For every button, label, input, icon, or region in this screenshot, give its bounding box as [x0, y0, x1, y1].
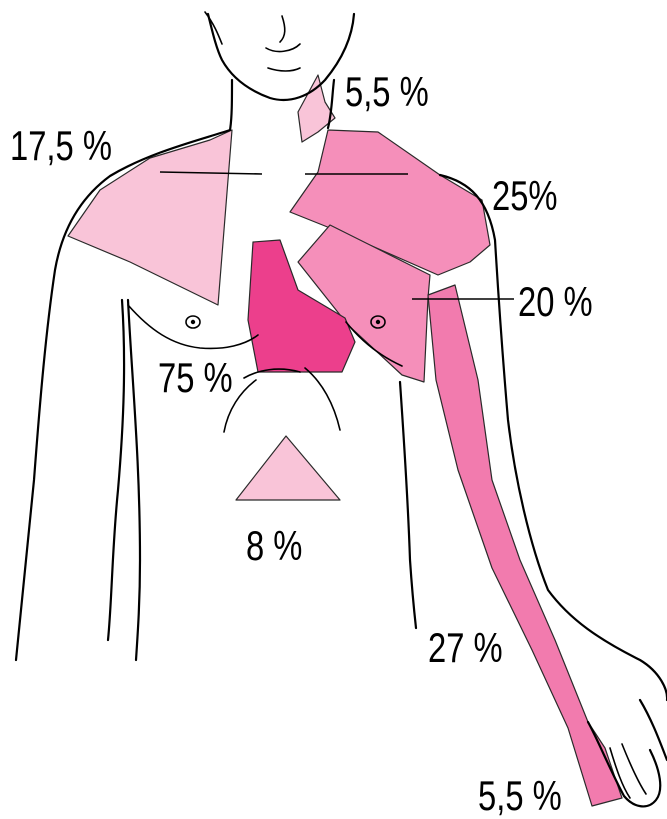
rib-right-outline	[305, 368, 340, 430]
left-torso-outline	[128, 300, 140, 660]
label-shoulder-left: 17,5 %	[10, 122, 112, 169]
label-shoulder-right: 25%	[492, 172, 558, 219]
label-epigastric: 8 %	[246, 522, 302, 569]
label-inner-arm: 27 %	[428, 624, 503, 671]
neck-left-outline	[230, 80, 232, 130]
label-hand: 5,5 %	[478, 772, 562, 819]
inner-arm-region	[428, 285, 622, 806]
right-torso-outline	[400, 382, 416, 628]
left-pec-outline	[128, 305, 258, 348]
left-inner-arm-outline	[108, 300, 124, 640]
label-armpit-right: 20 %	[518, 278, 593, 325]
epigastric-region	[236, 436, 340, 500]
left-nipple-icon	[186, 316, 200, 328]
head-outline	[208, 14, 354, 100]
label-chest-center: 75 %	[158, 354, 233, 401]
mouth-outline	[268, 68, 300, 71]
label-neck-right: 5,5 %	[345, 68, 429, 115]
nose-outline	[266, 16, 300, 51]
